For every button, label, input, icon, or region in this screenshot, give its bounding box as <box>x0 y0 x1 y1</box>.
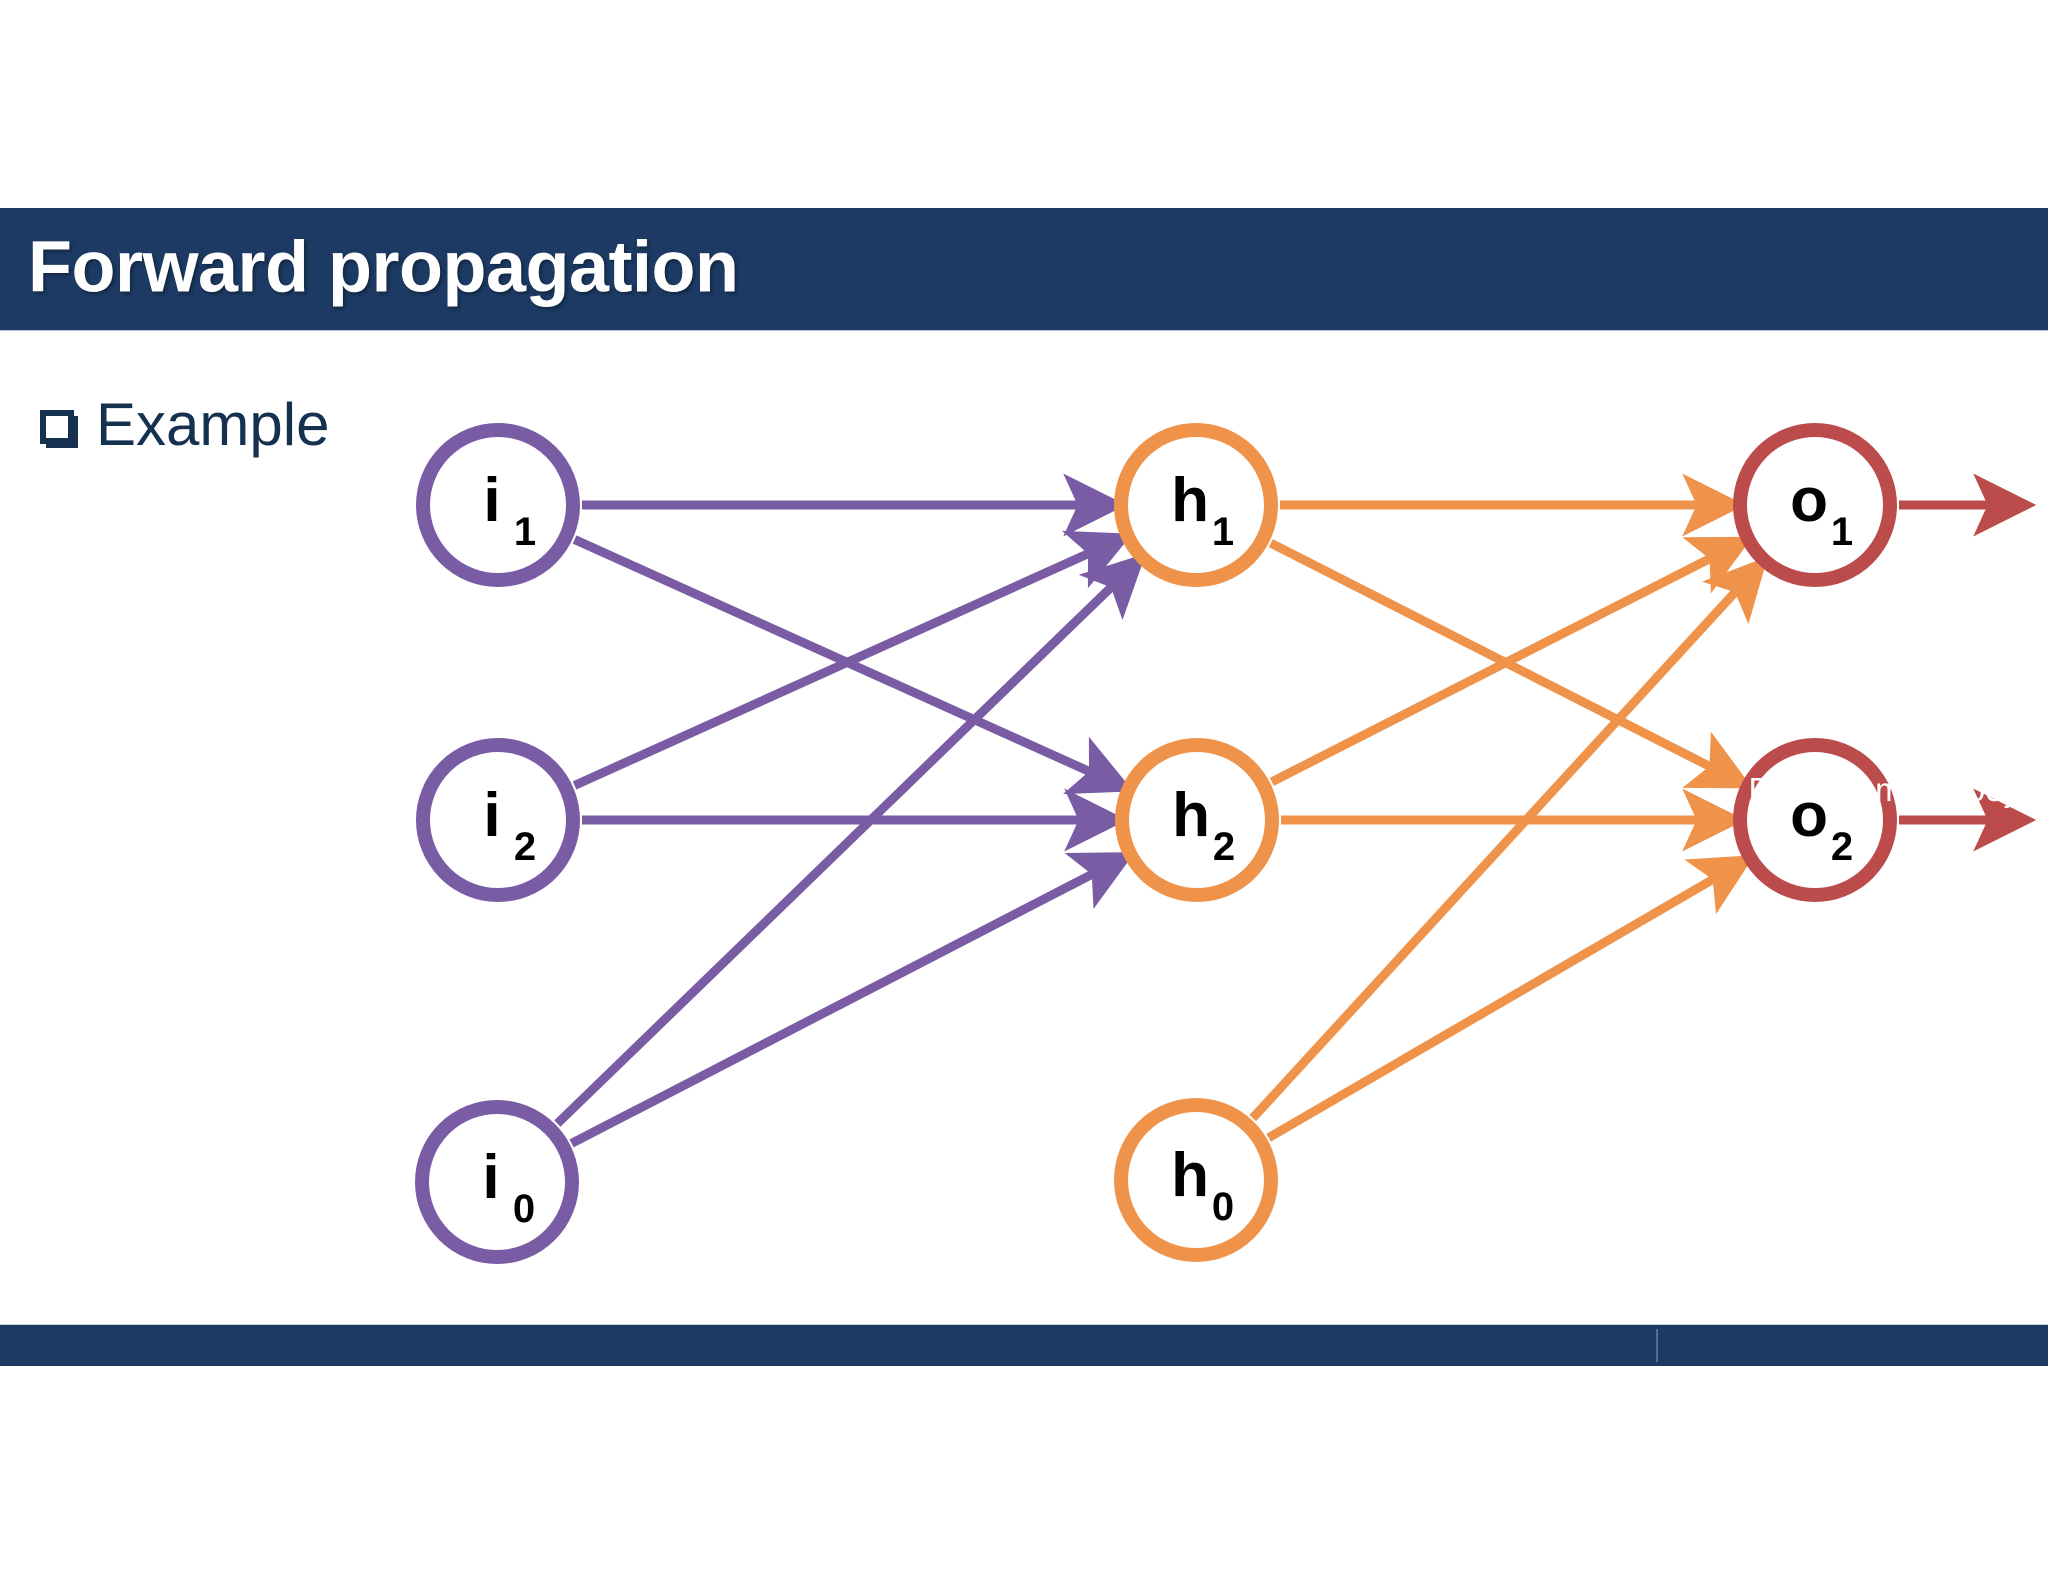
bullet-label: Example <box>96 391 330 458</box>
node-ring-i0 <box>415 1100 579 1264</box>
node-subscript-h2: 2 <box>1213 825 1235 869</box>
footer-divider <box>1656 1329 1658 1362</box>
node-ring-i1 <box>416 423 580 587</box>
node-ring-o1 <box>1733 423 1897 587</box>
square-outline-bullet-icon <box>40 410 74 444</box>
edge-layer <box>554 473 1768 1148</box>
edge-h0-o2 <box>1266 855 1755 1142</box>
node-ring-h1 <box>1114 423 1278 587</box>
node-label-i0: i <box>482 1143 499 1212</box>
edge-h2-o1 <box>1269 536 1753 786</box>
node-ring-h2 <box>1115 738 1279 902</box>
node-subscript-o2: 2 <box>1831 825 1853 869</box>
node-label-i2: i <box>483 781 500 850</box>
node-subscript-h1: 1 <box>1212 510 1234 554</box>
node-ring-i2 <box>416 738 580 902</box>
node-label-i1: i <box>483 466 500 535</box>
node-label-h0: h <box>1171 1141 1209 1210</box>
output-arrow-layer <box>1899 473 2037 852</box>
node-label-h1: h <box>1171 466 1209 535</box>
node-label-o2: o <box>1790 781 1828 850</box>
edge-i2-h1 <box>572 530 1133 790</box>
page-title: Forward propagation <box>28 227 739 308</box>
edge-i0-h1 <box>554 553 1146 1127</box>
node-subscript-i0: 0 <box>513 1187 535 1231</box>
footer-bar <box>0 1325 2048 1366</box>
node-subscript-o1: 1 <box>1831 510 1853 554</box>
node-label-o1: o <box>1790 466 1828 535</box>
title-bar: Forward propagation <box>0 208 2048 330</box>
node-label-h2: h <box>1172 781 1210 850</box>
node-ring-h0 <box>1114 1098 1278 1262</box>
bullet-row: Example <box>40 395 329 455</box>
edge-i0-h2 <box>569 852 1135 1148</box>
edge-h0-o1 <box>1249 556 1768 1122</box>
node-ring-o2 <box>1733 738 1897 902</box>
footer-author: Dr Mohamed Loey <box>1748 771 2020 809</box>
node-subscript-i1: 1 <box>514 510 536 554</box>
node-subscript-h0: 0 <box>1212 1185 1234 1229</box>
node-subscript-i2: 2 <box>514 825 536 869</box>
